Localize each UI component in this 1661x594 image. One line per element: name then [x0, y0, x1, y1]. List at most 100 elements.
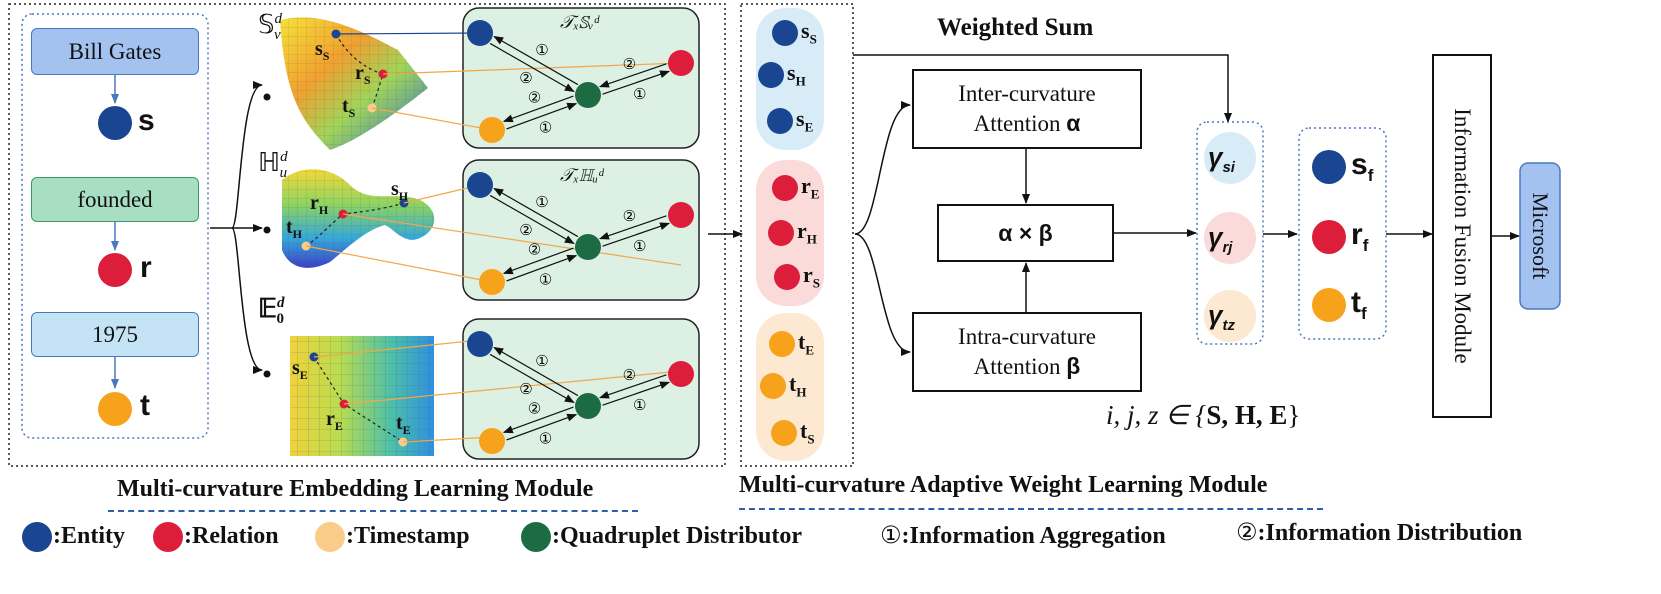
edge-mark-label: ① [539, 119, 552, 137]
edge-mark-label: ① [633, 85, 646, 103]
input-relation-node [98, 253, 132, 287]
gamma-t-bg [1204, 290, 1256, 342]
column-s-label: sE [796, 106, 814, 135]
edge-mark-label: ① [633, 396, 646, 414]
tangent-edge [602, 70, 671, 95]
tangent-edge [598, 215, 667, 240]
fused-t-label: tf [1351, 286, 1367, 323]
intra-attention-text: Intra-curvature Attention β [913, 313, 1141, 391]
column-r-label: rH [797, 218, 817, 247]
hyperbolic-surface [282, 169, 435, 268]
tangent-edge [489, 42, 575, 93]
column-r-node [774, 264, 800, 290]
legend-timestamp-dot [315, 522, 345, 552]
branch-to-sphere [231, 81, 263, 229]
euclid-s-label: sE [292, 357, 308, 382]
adaptive-module-title: Multi-curvature Adaptive Weight Learning… [739, 472, 1268, 498]
intra-attention-line2: Attention β [973, 353, 1081, 379]
tangent-panel-sphere [462, 7, 700, 149]
tangent-distributor-node [575, 234, 601, 260]
tangent-edge [502, 247, 574, 275]
edge-mark-label: ② [519, 221, 532, 239]
column-r-node [772, 175, 798, 201]
input-t-label: t [140, 389, 150, 422]
legend-aggregation: ①:Information Aggregation [880, 521, 1166, 549]
column-t-label: tS [800, 418, 815, 447]
tangent-edge [598, 63, 667, 88]
tangent-edge [506, 102, 578, 130]
tangent-timestamp-node [479, 269, 505, 295]
column-to-intra [854, 233, 911, 356]
sphere-t-label: tS [342, 95, 356, 120]
gamma-s-label: γsi [1208, 142, 1235, 177]
product-box [937, 204, 1114, 262]
tangent-relation-node [668, 361, 694, 387]
gamma-t-label: γtz [1208, 300, 1235, 335]
sphere-s-label: sS [315, 38, 330, 63]
tangent-edge [602, 381, 671, 406]
subject-box: Bill Gates [31, 28, 199, 75]
euclid-r-label: rE [326, 408, 343, 433]
embedding-module-title: Multi-curvature Embedding Learning Modul… [117, 476, 594, 502]
fused-relation-node [1312, 220, 1346, 254]
edge-mark-label: ① [535, 41, 548, 59]
fusion-module-box [1432, 54, 1492, 418]
input-r-label: r [140, 251, 152, 284]
euclid-dot [263, 370, 271, 378]
output-box [1519, 162, 1561, 310]
legend-timestamp: :Timestamp [346, 523, 470, 549]
gamma-s-bg [1204, 132, 1256, 184]
legend-distributor: :Quadruplet Distributor [552, 523, 803, 549]
edge-mark-label: ② [519, 69, 532, 87]
time-box: 1975 [31, 312, 199, 357]
column-s-node [772, 20, 798, 46]
edge-mark-label: ① [633, 237, 646, 255]
edge-mark-label: ① [535, 193, 548, 211]
fused-entity-node [1312, 150, 1346, 184]
column-s-node [758, 62, 784, 88]
legend-relation-dot [153, 522, 183, 552]
sphere-space-label: 𝕊dv [258, 10, 283, 43]
tangent-panel-hyper [462, 159, 700, 301]
column-r-node [768, 220, 794, 246]
tangent-edge [598, 374, 667, 399]
edge-mark-label: ② [623, 207, 636, 225]
projection-lines [305, 32, 682, 443]
weighted-sum-line [853, 54, 1232, 123]
tangent-entity-node [467, 172, 493, 198]
tangent-edge [493, 346, 579, 397]
column-r-label: rS [803, 262, 820, 291]
tangent-timestamp-node [479, 428, 505, 454]
relation-box: founded [31, 177, 199, 222]
tangent-timestamp-node [479, 117, 505, 143]
inter-attention-line1: Inter-curvature [958, 81, 1096, 107]
fusion-module-label: Information Fusion Module [1450, 108, 1475, 364]
edge-mark-label: ② [528, 240, 541, 258]
edge-mark-label: ① [539, 430, 552, 448]
sphere-r-label: rS [355, 62, 371, 87]
embedding-module-underline [108, 510, 638, 512]
legend-entity: :Entity [53, 523, 125, 549]
hyper-space-label: ℍdu [258, 148, 288, 181]
column-t-label: tH [789, 371, 807, 400]
tangent-panel-euclid [462, 318, 700, 460]
branch-to-euclid [231, 227, 263, 374]
edge-mark-label: ② [528, 88, 541, 106]
embedding-module-frame [8, 3, 726, 467]
hyper-t-label: tH [286, 216, 303, 241]
spherical-surface [280, 17, 428, 151]
tangent-relation-node [668, 50, 694, 76]
tangent-edge [489, 353, 575, 404]
euclid-space-label: 𝔼d0 [258, 294, 285, 327]
column-t-label: tE [798, 329, 814, 358]
column-t-node [771, 420, 797, 446]
edge-mark-label: ② [623, 55, 636, 73]
input-s-label: s [138, 104, 155, 137]
inter-attention-line2: Attention α [973, 110, 1081, 136]
tangent-edge [493, 187, 579, 238]
inter-attention-text: Inter-curvature Attention α [913, 70, 1141, 148]
column-to-inter [854, 101, 911, 235]
